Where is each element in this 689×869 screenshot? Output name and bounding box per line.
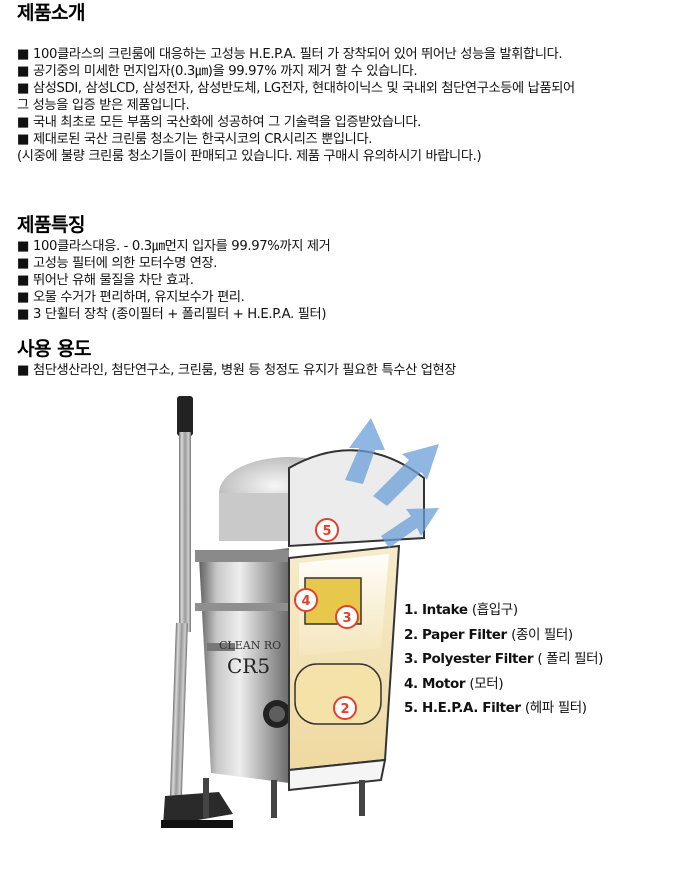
marker-4: 4 xyxy=(294,588,318,612)
intro-line: 그 성능을 입증 받은 제품입니다. xyxy=(17,98,190,113)
svg-text:2: 2 xyxy=(340,702,349,717)
legend-item: 1. Intake (흡입구) xyxy=(404,602,518,618)
feature-item: ■ 3 단휠터 장착 (종이필터 + 폴리필터 + H.E.P.A. 필터) xyxy=(17,307,327,322)
usage-item: ■ 첨단생산라인, 첨단연구소, 크린룸, 병원 등 청정도 유지가 필요한 특… xyxy=(17,363,457,378)
legend-item: 4. Motor (모터) xyxy=(404,675,504,692)
intro-line: ■ 국내 최초로 모든 부품의 국산화에 성공하여 그 기술력을 입증받았습니다… xyxy=(17,115,422,130)
features-title: 제품특징 xyxy=(17,214,85,236)
drum-model: CR5 xyxy=(227,654,270,678)
intro-line: ■ 삼성SDI, 삼성LCD, 삼성전자, 삼성반도체, LG전자, 현대하이닉… xyxy=(17,81,575,96)
handle-tube xyxy=(161,396,233,828)
intro-line: ■ 공기중의 미세한 먼지입자(0.3㎛)을 99.97% 까지 제거 할 수 … xyxy=(17,64,418,79)
intro-text: ■ 100클라스의 크린룸에 대응하는 고성능 H.E.P.A. 필터 가 장착… xyxy=(17,46,575,165)
legend-item: 5. H.E.P.A. Filter (헤파 필터) xyxy=(404,700,587,716)
usage-list: ■ 첨단생산라인, 첨단연구소, 크린룸, 병원 등 청정도 유지가 필요한 특… xyxy=(17,362,456,379)
usage-title: 사용 용도 xyxy=(17,338,92,360)
legend-item: 3. Polyester Filter ( 폴리 필터) xyxy=(404,651,604,667)
vacuum-illustration: CLEAN RO CR5 5 4 3 2 xyxy=(161,396,439,828)
intro-line: ■ 100클라스의 크린룸에 대응하는 고성능 H.E.P.A. 필터 가 장착… xyxy=(17,47,563,62)
features-list: ■ 100클라스대응. - 0.3㎛먼지 입자를 99.97%까지 제거 ■ 고… xyxy=(17,238,331,323)
marker-2: 2 xyxy=(333,696,357,720)
parts-legend: 1. Intake (흡입구) 2. Paper Filter (종이 필터) … xyxy=(404,598,603,721)
drum-label: CLEAN RO xyxy=(219,639,281,652)
marker-5: 5 xyxy=(315,518,339,542)
feature-item: ■ 고성능 필터에 의한 모터수명 연장. xyxy=(17,256,218,271)
svg-text:5: 5 xyxy=(322,524,331,539)
feature-item: ■ 오물 수거가 편리하며, 유지보수가 편리. xyxy=(17,290,245,305)
feature-item: ■ 100클라스대응. - 0.3㎛먼지 입자를 99.97%까지 제거 xyxy=(17,239,331,254)
feature-item: ■ 뛰어난 유해 물질을 차단 효과. xyxy=(17,273,194,288)
marker-3: 3 xyxy=(335,605,359,629)
svg-text:3: 3 xyxy=(342,611,351,626)
intro-line: ■ 제대로된 국산 크린룸 청소기는 한국시코의 CR시리즈 뿐입니다. xyxy=(17,132,373,147)
airflow-arrows xyxy=(345,418,439,548)
intro-title: 제품소개 xyxy=(17,2,85,24)
svg-text:4: 4 xyxy=(301,594,310,609)
intro-note: (시중에 불량 크린룸 청소기들이 판매되고 있습니다. 제품 구매시 유의하시… xyxy=(17,149,482,164)
legend-item: 2. Paper Filter (종이 필터) xyxy=(404,626,573,643)
